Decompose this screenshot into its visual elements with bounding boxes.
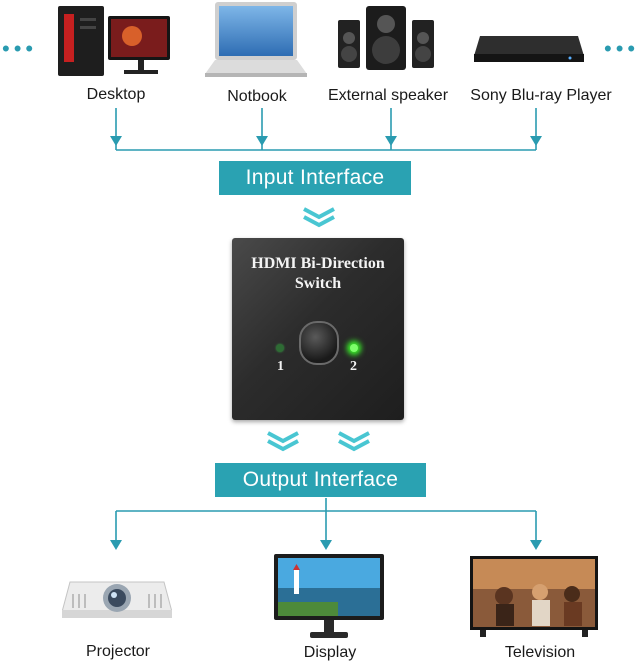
arrow-down-icon (110, 540, 122, 550)
arrow-down-icon (530, 540, 542, 550)
output-label-display: Display (303, 644, 357, 661)
input-interface-banner: Input Interface (219, 161, 411, 195)
input-label-external-speaker: External speaker (327, 87, 449, 104)
arrow-down-icon (385, 136, 397, 146)
port-1-label: 1 (277, 359, 284, 374)
output-interface-banner: Output Interface (215, 463, 426, 497)
output-label-television: Television (504, 644, 576, 661)
television-icon (470, 556, 598, 637)
double-chevron-down-icon (338, 431, 370, 452)
projector-icon (62, 581, 172, 618)
double-chevron-down-icon (303, 207, 335, 228)
input-label-notbook: Notbook (227, 88, 287, 105)
input-label-desktop: Desktop (86, 86, 146, 103)
arrow-down-icon (256, 136, 268, 146)
laptop-icon (205, 2, 307, 77)
desktop-computer-icon (58, 6, 170, 76)
arrow-down-icon (110, 136, 122, 146)
port-2-led (350, 344, 358, 352)
port-1-led (276, 344, 284, 352)
more-left-indicator: ••• (2, 36, 38, 61)
output-label-projector: Projector (85, 643, 151, 660)
arrow-down-icon (530, 136, 542, 146)
speaker-icon (338, 6, 434, 70)
hdmi-switch-device: HDMI Bi-Direction Switch 1 2 (232, 238, 404, 420)
more-right-indicator: ••• (604, 36, 640, 61)
switch-title-line2: Switch (294, 275, 342, 292)
input-label-blu-ray-player: Sony Blu-ray Player (470, 87, 612, 104)
blu-ray-player-icon (474, 36, 584, 62)
monitor-icon (274, 554, 384, 638)
double-chevron-down-icon (267, 431, 299, 452)
port-2-label: 2 (350, 359, 357, 374)
switch-title-line1: HDMI Bi-Direction (251, 255, 385, 272)
switch-toggle-button[interactable] (299, 321, 339, 365)
arrow-down-icon (320, 540, 332, 550)
